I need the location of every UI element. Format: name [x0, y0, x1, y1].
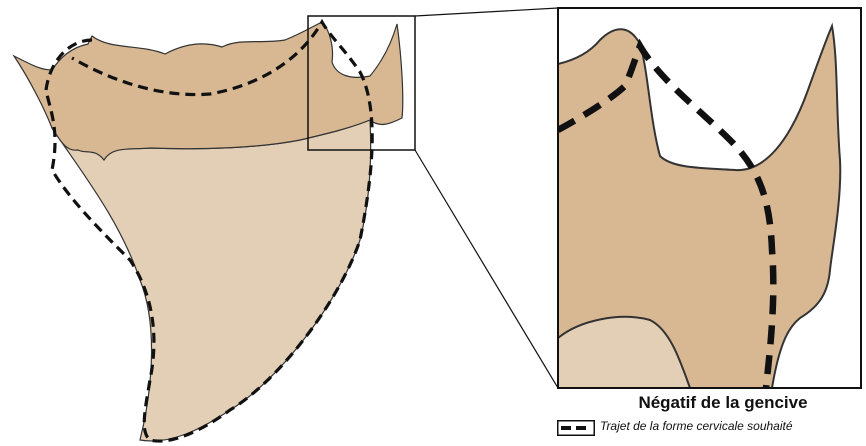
legend-title: Négatif de la gencive — [608, 393, 838, 413]
legend-dashed-line-icon — [557, 420, 595, 436]
zoom-connector-bottom — [415, 150, 558, 388]
tooth-crown-shape — [52, 120, 371, 441]
zoom-connector-top — [415, 8, 558, 16]
magnified-view — [558, 8, 861, 388]
legend-dashed-line-label: Trajet de la forme cervicale souhaité — [600, 419, 793, 433]
